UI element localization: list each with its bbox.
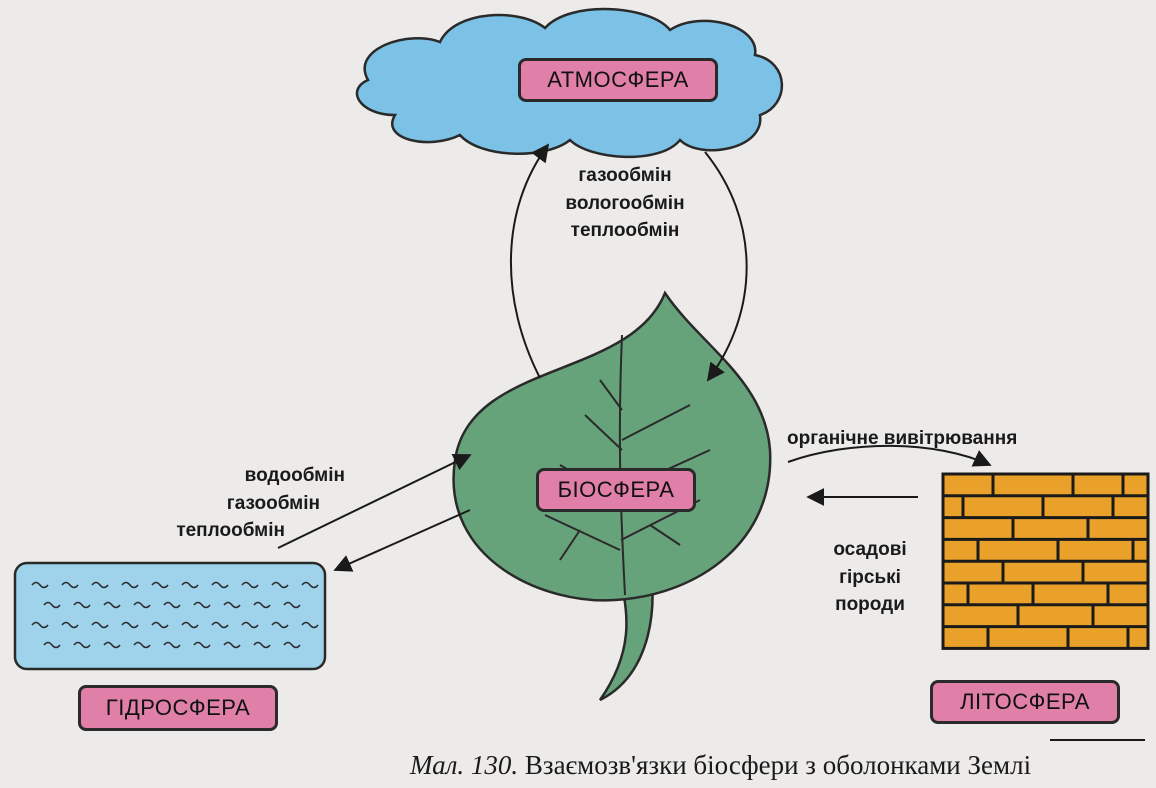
atmosphere-label: АТМОСФЕРА bbox=[518, 58, 718, 102]
lithosphere-bricks bbox=[943, 474, 1148, 648]
hydrosphere-water bbox=[15, 563, 325, 669]
arrow-biosphere-to-hydrosphere bbox=[335, 510, 470, 570]
lithosphere-in-2: гірські bbox=[815, 564, 925, 592]
hydrosphere-exchange-2: газообмін bbox=[120, 490, 320, 518]
figure-caption-text: Взаємозв'язки біосфери з оболонками Земл… bbox=[525, 750, 1031, 780]
atmosphere-exchange-3: теплообмін bbox=[560, 217, 690, 245]
lithosphere-in-3: породи bbox=[815, 591, 925, 619]
figure-number: Мал. 130. bbox=[410, 750, 518, 780]
atmosphere-exchange-1: газообмін bbox=[560, 162, 690, 190]
lithosphere-out-label: органічне вивітрювання bbox=[787, 425, 1017, 453]
lithosphere-in-1: осадові bbox=[815, 536, 925, 564]
figure-caption: Мал. 130. Взаємозв'язки біосфери з оболо… bbox=[410, 750, 1031, 781]
hydrosphere-exchange-3: теплообмін bbox=[120, 517, 285, 545]
biosphere-leaf bbox=[454, 293, 771, 600]
lithosphere-label: ЛІТОСФЕРА bbox=[930, 680, 1120, 724]
atmosphere-exchange-list: газообмін вологообмін теплообмін bbox=[560, 162, 690, 245]
lithosphere-in-list: осадові гірські породи bbox=[815, 536, 925, 619]
biosphere-label: БІОСФЕРА bbox=[536, 468, 696, 512]
hydrosphere-exchange-1: водообмін bbox=[120, 462, 345, 490]
arrow-biosphere-to-atmosphere bbox=[511, 145, 548, 378]
hydrosphere-exchange-list: водообмін газообмін теплообмін bbox=[120, 462, 345, 545]
hydrosphere-label: ГІДРОСФЕРА bbox=[78, 685, 278, 731]
atmosphere-exchange-2: вологообмін bbox=[560, 190, 690, 218]
